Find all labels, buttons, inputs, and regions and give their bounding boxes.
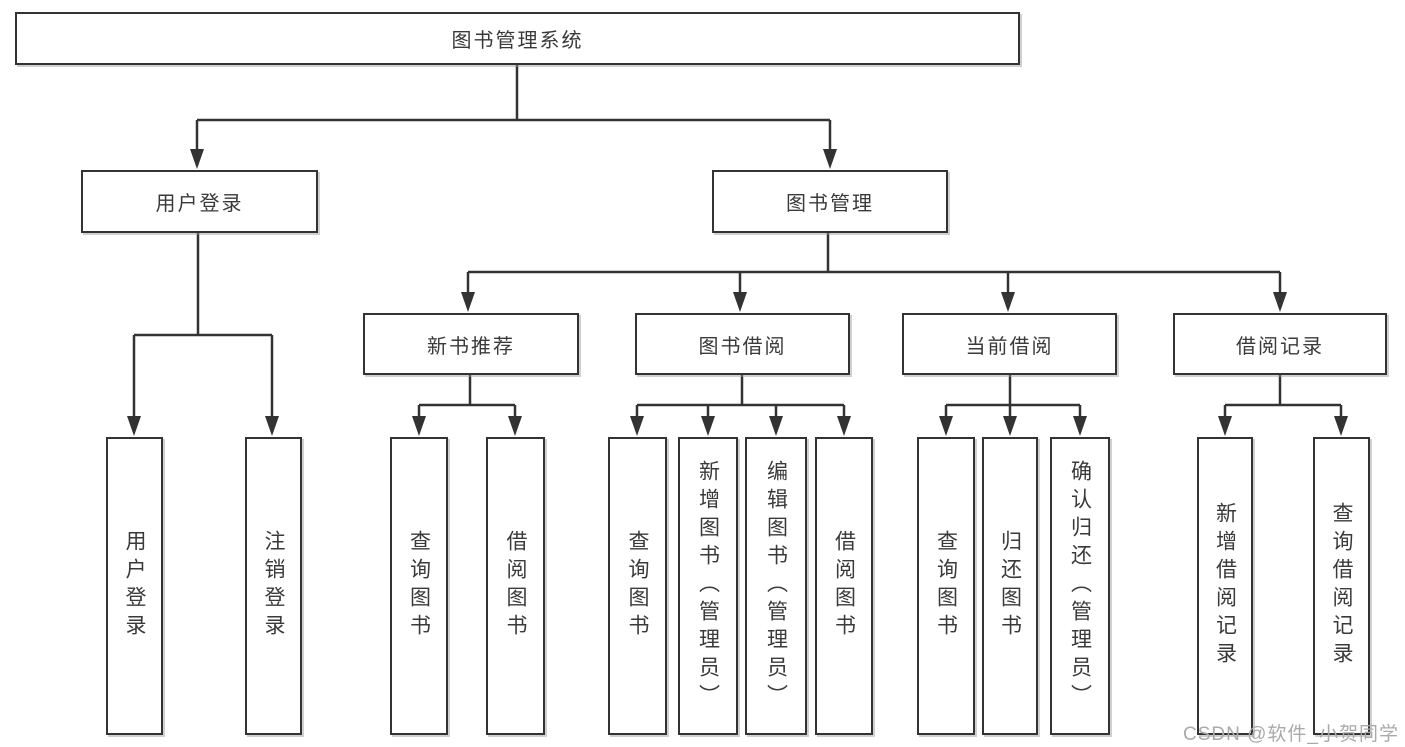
leaf-confirm-return-admin-label: 确认归还（管理员） xyxy=(1068,460,1092,712)
leaf-borrow-books-recommend-label: 借阅图书 xyxy=(504,530,527,642)
node-root: 图书管理系统 xyxy=(15,12,1020,65)
node-borrowing-records-label: 借阅记录 xyxy=(1236,335,1324,358)
arrowhead-icons xyxy=(127,149,1348,436)
leaf-query-books-current-label: 查询图书 xyxy=(934,530,958,642)
leaf-add-borrow-record-label: 新增借阅记录 xyxy=(1213,502,1237,670)
leaf-query-books-recommend: 查询图书 xyxy=(390,437,448,735)
node-new-book-recommend: 新书推荐 xyxy=(363,313,579,375)
leaf-logout-label: 注销登录 xyxy=(262,530,285,642)
leaf-borrow-books-label: 借阅图书 xyxy=(832,530,856,642)
leaf-add-book-admin-label: 新增图书（管理员） xyxy=(696,460,720,712)
node-new-book-recommend-label: 新书推荐 xyxy=(427,335,515,358)
watermark: CSDN @软件_小贺同学 xyxy=(1183,724,1399,745)
leaf-user-login-label: 用户登录 xyxy=(123,530,146,642)
leaf-logout: 注销登录 xyxy=(245,437,302,735)
leaf-query-borrow-record-label: 查询借阅记录 xyxy=(1330,502,1353,670)
node-borrowing-records: 借阅记录 xyxy=(1173,313,1387,375)
node-user-login-label: 用户登录 xyxy=(155,193,244,215)
node-book-borrowing: 图书借阅 xyxy=(635,313,850,375)
leaf-borrow-books-recommend: 借阅图书 xyxy=(486,437,545,735)
leaf-query-books-borrow-label: 查询图书 xyxy=(626,530,649,642)
leaf-edit-book-admin: 编辑图书（管理员） xyxy=(745,437,807,735)
node-current-borrowing: 当前借阅 xyxy=(902,313,1117,375)
leaf-add-borrow-record: 新增借阅记录 xyxy=(1197,437,1253,735)
node-user-login: 用户登录 xyxy=(81,170,318,233)
leaf-query-books-borrow: 查询图书 xyxy=(608,437,667,735)
node-book-management: 图书管理 xyxy=(712,170,948,233)
node-current-borrowing-label: 当前借阅 xyxy=(965,335,1054,358)
node-book-management-label: 图书管理 xyxy=(786,193,874,215)
node-root-label: 图书管理系统 xyxy=(451,30,584,52)
leaf-edit-book-admin-label: 编辑图书（管理员） xyxy=(764,460,788,712)
leaf-add-book-admin: 新增图书（管理员） xyxy=(678,437,738,735)
leaf-confirm-return-admin: 确认归还（管理员） xyxy=(1050,437,1110,735)
leaf-query-books-current: 查询图书 xyxy=(917,437,975,735)
leaf-query-books-recommend-label: 查询图书 xyxy=(407,530,431,642)
leaf-borrow-books: 借阅图书 xyxy=(815,437,873,735)
leaf-return-book: 归还图书 xyxy=(982,437,1038,735)
leaf-return-book-label: 归还图书 xyxy=(998,530,1022,642)
node-book-borrowing-label: 图书借阅 xyxy=(698,335,787,358)
leaf-query-borrow-record: 查询借阅记录 xyxy=(1313,437,1370,735)
leaf-user-login: 用户登录 xyxy=(106,437,163,735)
